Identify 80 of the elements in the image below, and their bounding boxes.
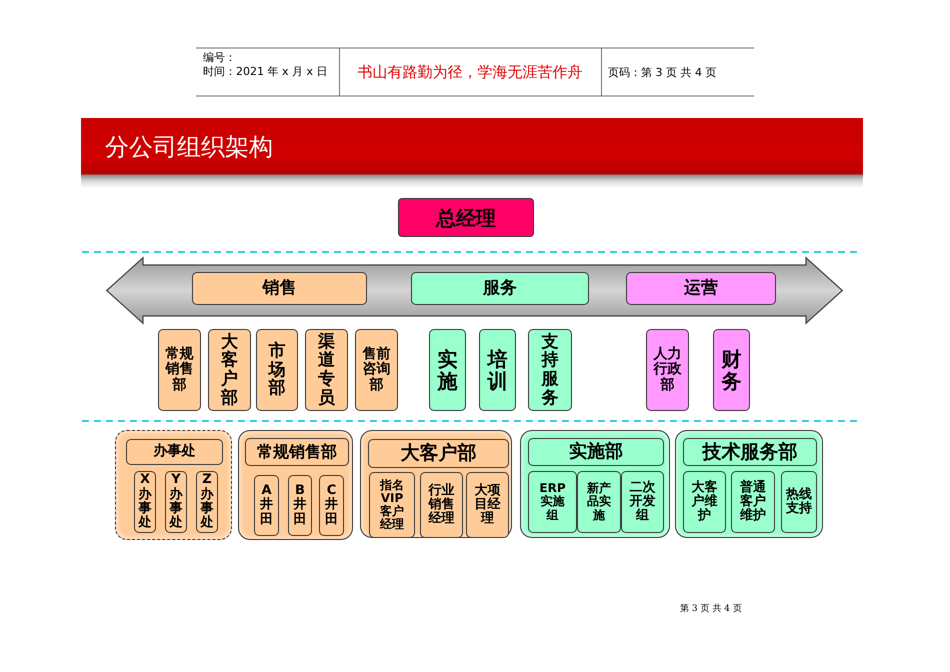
unit-box (420, 472, 463, 538)
department-box (646, 329, 689, 411)
page-title: 分公司组织架构 (105, 132, 273, 163)
group-panel (238, 430, 353, 540)
unit-label: 行业销售经理 (428, 484, 454, 526)
page-footer-label: 第 3 页 共 4 页 (680, 602, 742, 615)
unit-box (781, 471, 817, 533)
unit-label: C井田 (325, 484, 338, 527)
department-box (305, 329, 348, 411)
function-label: 销售 (262, 279, 296, 298)
unit-box (683, 471, 726, 533)
date-label: 时间：2021 年 x 月 x 日 (203, 64, 328, 79)
group-title-box (368, 439, 509, 468)
department-label: 培训 (488, 348, 508, 392)
department-box (479, 329, 516, 411)
group-title: 办事处 (154, 444, 196, 460)
document-number-label: 编号： (203, 50, 236, 65)
group-title: 大客户部 (400, 443, 476, 464)
unit-box (196, 471, 218, 533)
department-box (713, 329, 750, 411)
unit-box (288, 475, 312, 536)
function-label: 服务 (483, 279, 517, 298)
unit-label: B井田 (294, 484, 306, 527)
unit-label: A井田 (260, 484, 273, 527)
department-box (158, 329, 201, 411)
function-label: 运营 (684, 279, 718, 298)
department-box (208, 329, 251, 411)
function-box (626, 272, 776, 305)
department-label: 常规销售部 (166, 346, 194, 394)
group-panel (360, 430, 512, 538)
unit-label: Y办事处 (170, 473, 182, 531)
unit-box (165, 471, 187, 533)
unit-box (319, 475, 344, 536)
department-label: 市场部 (268, 342, 286, 398)
group-panel (520, 430, 670, 538)
department-label: 渠道专员 (318, 332, 335, 408)
department-label: 支持服务 (542, 332, 558, 408)
executive-box (398, 198, 534, 237)
unit-box (369, 472, 415, 538)
unit-label: 热线支持 (786, 488, 812, 516)
function-box (411, 272, 589, 305)
group-panel (675, 430, 823, 538)
unit-box (254, 475, 279, 536)
group-title: 常规销售部 (257, 443, 337, 461)
department-label: 人力行政部 (654, 346, 682, 394)
motto-text: 书山有路勤为径，学海无涯苦作舟 (356, 63, 584, 82)
group-title: 技术服务部 (702, 442, 798, 462)
department-box (256, 329, 298, 411)
group-title-box (245, 438, 349, 466)
group-title-box (683, 438, 817, 466)
function-box (192, 272, 367, 305)
unit-label: 新产品实施 (587, 482, 611, 522)
double-arrow-band (106, 257, 843, 324)
unit-box (528, 471, 577, 533)
unit-box (134, 471, 156, 533)
unit-label: 普通客户维护 (740, 480, 766, 524)
department-label: 大客户部 (221, 332, 238, 408)
unit-box (621, 471, 664, 533)
unit-label: Z办事处 (200, 473, 214, 531)
unit-box (577, 471, 621, 533)
unit-label: 二次开发组 (630, 480, 656, 524)
group-panel (115, 430, 232, 540)
unit-box (466, 472, 509, 538)
department-box (355, 329, 398, 411)
department-label: 财务 (722, 348, 742, 392)
unit-label: 大项目经理 (474, 484, 500, 526)
group-title-box (126, 439, 223, 465)
unit-box (731, 471, 775, 533)
unit-label: ERP实施组 (538, 482, 567, 522)
department-box (429, 329, 466, 411)
executive-label: 总经理 (436, 206, 496, 228)
department-label: 实施 (438, 348, 458, 392)
unit-label: 大客户维护 (692, 480, 718, 524)
unit-label: X办事处 (138, 473, 152, 531)
department-label: 售前咨询部 (362, 346, 390, 394)
group-title: 实施部 (569, 442, 623, 462)
page-number-label: 页码：第 3 页 共 4 页 (608, 65, 716, 80)
department-box (528, 329, 572, 411)
unit-label: 指名VIP客户经理 (378, 478, 405, 532)
group-title-box (528, 438, 664, 466)
